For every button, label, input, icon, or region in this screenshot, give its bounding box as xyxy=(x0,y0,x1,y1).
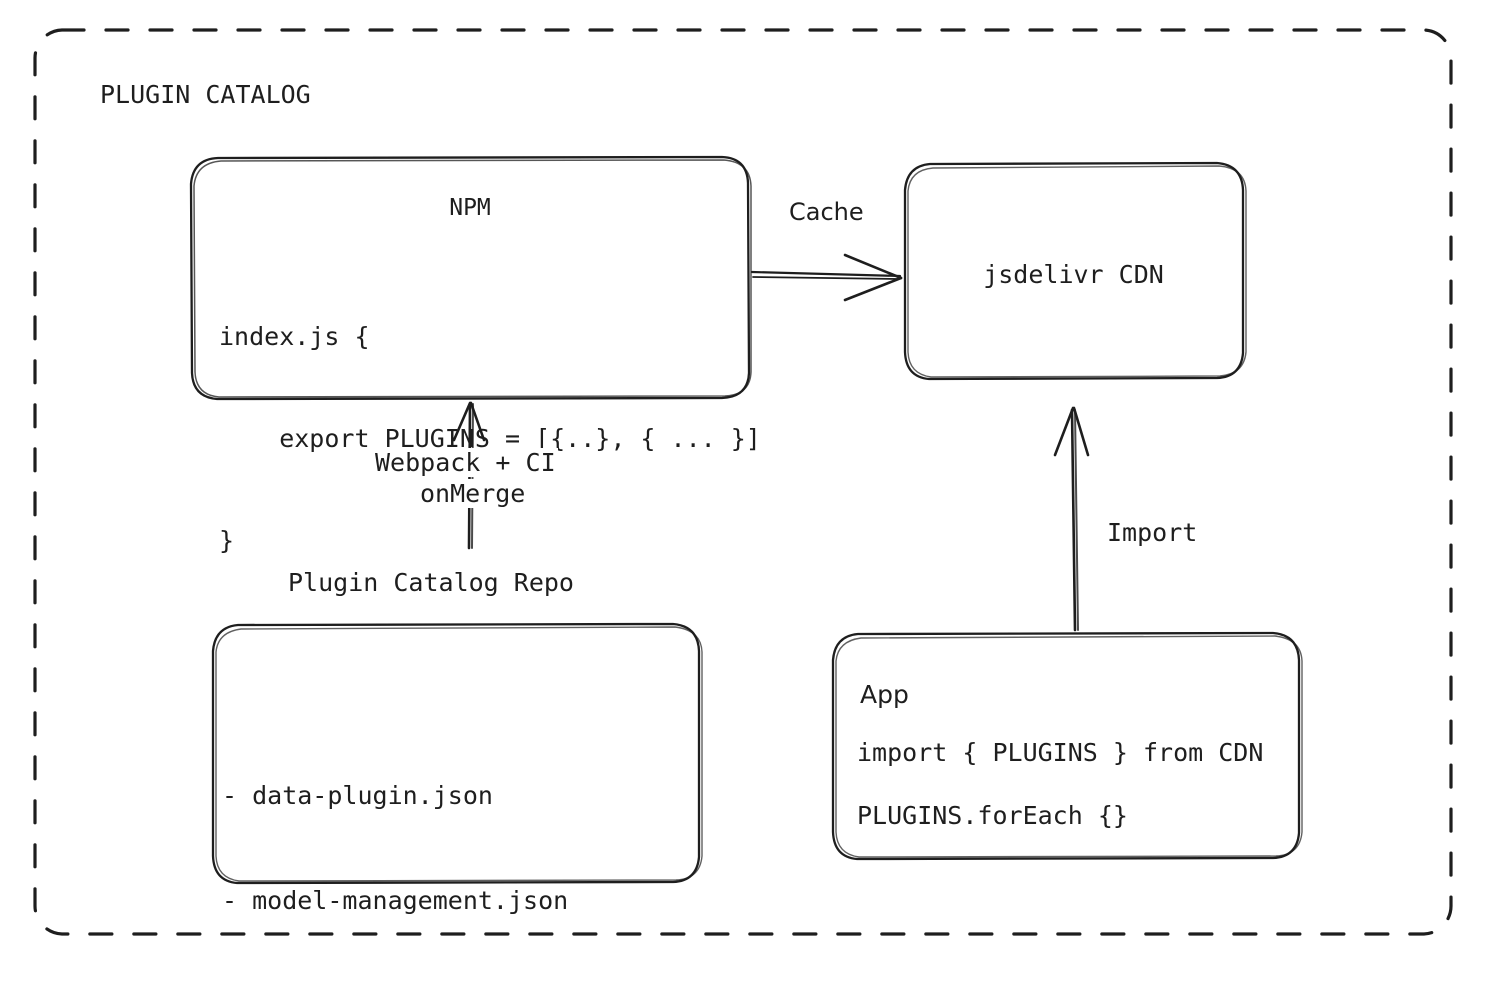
edge-label-cache: Cache xyxy=(789,198,864,226)
app-code-line-1: import { PLUGINS } from CDN xyxy=(857,738,1264,767)
repo-node-caption: Plugin Catalog Repo xyxy=(288,568,574,597)
edge-label-webpack-ci: Webpack + CI xyxy=(373,448,558,477)
edge-label-onmerge: onMerge xyxy=(418,479,528,508)
frame-title: PLUGIN CATALOG xyxy=(100,80,311,109)
app-code-line-2: PLUGINS.forEach {} xyxy=(857,801,1128,830)
app-node-title: App xyxy=(860,680,909,709)
edge-import-arrow xyxy=(1053,406,1090,632)
npm-code-line-1: index.js { xyxy=(219,322,370,351)
cdn-node-title: jsdelivr CDN xyxy=(983,260,1164,289)
edge-label-import: Import xyxy=(1107,518,1198,547)
repo-file-item: - data-plugin.json xyxy=(222,781,493,810)
repo-file-item: - model-management.json xyxy=(222,886,569,915)
repo-file-list: - data-plugin.json - model-management.js… xyxy=(222,708,568,1002)
repo-file-item: ... xyxy=(222,988,568,1002)
edge-cache-arrow xyxy=(750,253,903,302)
npm-code-line-3: } xyxy=(219,526,235,555)
npm-node-title: NPM xyxy=(449,195,491,221)
